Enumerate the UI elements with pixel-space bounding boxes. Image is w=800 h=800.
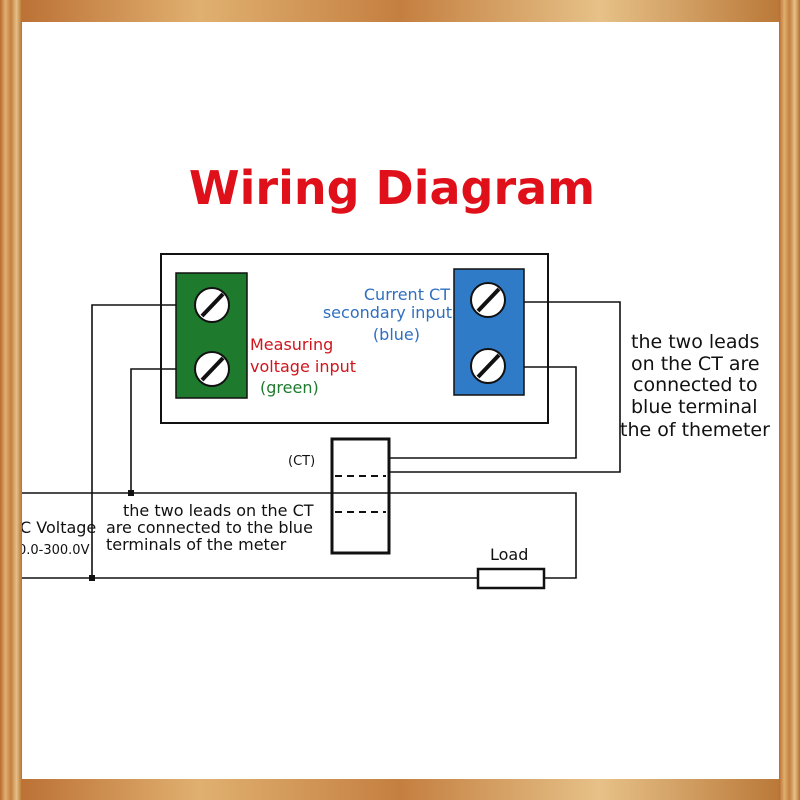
right-note-line2: on the CT are bbox=[631, 353, 760, 375]
middle-note-line3: terminals of the meter bbox=[106, 535, 287, 554]
middle-note-line1: the two leads on the CT bbox=[123, 501, 314, 520]
wire-line-top bbox=[22, 492, 577, 579]
green-screw-bottom-icon bbox=[194, 351, 230, 387]
right-note-line5: the of themeter bbox=[620, 419, 770, 441]
right-note-line3: connected to bbox=[633, 374, 758, 396]
diagram-title: Wiring Diagram bbox=[189, 161, 595, 215]
right-note-line4: blue terminal bbox=[631, 396, 757, 418]
blue-label-line3: (blue) bbox=[373, 325, 420, 344]
blue-label-line2: secondary input bbox=[323, 303, 452, 322]
voltage-label-line1: C Voltage bbox=[20, 518, 96, 537]
green-label-line1: Measuring bbox=[250, 335, 333, 354]
load-resistor bbox=[476, 567, 546, 590]
wire-blue-bottom bbox=[390, 366, 577, 459]
green-screw-top-icon bbox=[194, 287, 230, 323]
blue-label-line1: Current CT bbox=[364, 285, 450, 304]
green-label-line2: voltage input bbox=[250, 357, 356, 376]
load-label: Load bbox=[490, 545, 528, 564]
wire-green-bottom bbox=[130, 368, 176, 493]
wire-blue-top bbox=[390, 301, 621, 473]
background-frame-bottom bbox=[0, 778, 800, 800]
ct-label: (CT) bbox=[288, 454, 315, 469]
wire-green-top bbox=[91, 304, 176, 578]
green-label-line3: (green) bbox=[260, 378, 319, 397]
background-frame-left-overlay bbox=[0, 0, 22, 800]
current-transformer bbox=[330, 437, 391, 555]
middle-note-line2: are connected to the blue bbox=[106, 518, 313, 537]
background-frame-right-overlay bbox=[779, 0, 800, 800]
blue-screw-bottom-icon bbox=[470, 348, 506, 384]
background-frame-top bbox=[0, 0, 800, 22]
voltage-label-line2: 0.0-300.0V bbox=[18, 543, 90, 558]
right-note-line1: the two leads bbox=[631, 331, 759, 353]
blue-screw-top-icon bbox=[470, 282, 506, 318]
